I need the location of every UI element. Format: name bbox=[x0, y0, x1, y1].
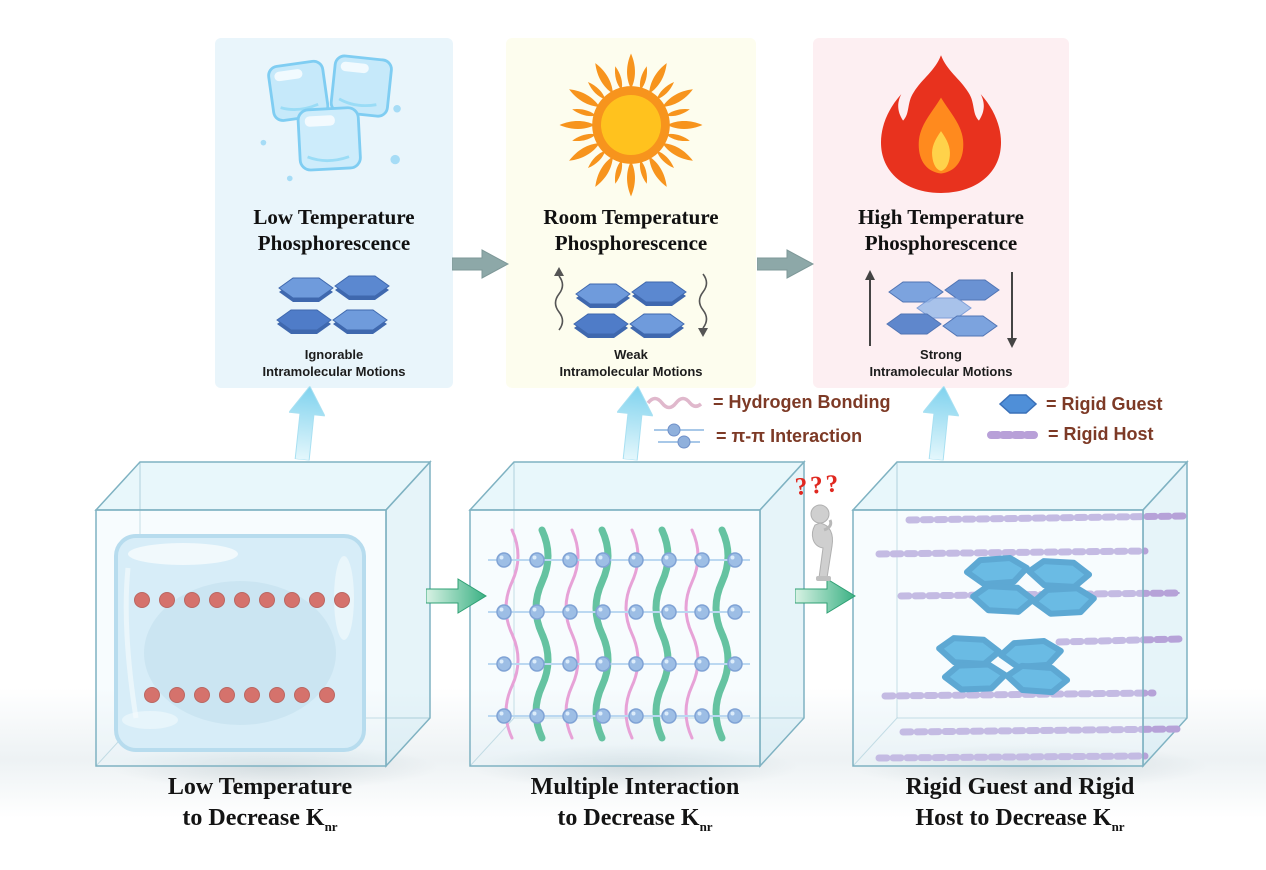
knr-subscript: nr bbox=[1111, 818, 1125, 834]
rigid-host-chain-icon bbox=[987, 430, 1039, 439]
rigid-guest-hexagon-icon bbox=[998, 394, 1038, 414]
motion-line1: Ignorable bbox=[304, 347, 364, 362]
panel-title: High Temperature Phosphorescence bbox=[813, 204, 1069, 256]
thinking-figure-icon bbox=[810, 504, 833, 581]
up-arrow-icon bbox=[616, 385, 654, 462]
right-arrow-icon bbox=[452, 249, 510, 279]
fire-icon bbox=[880, 55, 1002, 193]
pi-pi-stack-icon bbox=[654, 423, 704, 449]
hexagon-cluster-vibrating-icon bbox=[554, 267, 708, 338]
panel-title: Low Temperature Phosphorescence bbox=[215, 204, 453, 256]
multiple-interaction-box-illustration bbox=[468, 460, 806, 768]
legend-rigid-host: = Rigid Host bbox=[986, 424, 1154, 445]
caption-line2: to Decrease Knr bbox=[182, 805, 338, 834]
motion-label: Weak Intramolecular Motions bbox=[506, 346, 756, 380]
green-arrow-icon bbox=[426, 578, 487, 614]
panel-title: Room Temperature Phosphorescence bbox=[506, 204, 756, 256]
legend-label: = Rigid Guest bbox=[1046, 393, 1163, 414]
motion-line1: Weak bbox=[614, 347, 648, 362]
motion-line2: Intramolecular Motions bbox=[559, 364, 703, 379]
legend-label: = Hydrogen Bonding bbox=[713, 392, 891, 412]
up-arrow-icon bbox=[922, 385, 960, 462]
panel-low-temperature: Low Temperature Phosphorescence Ignorabl… bbox=[215, 38, 453, 388]
panel-high-temperature: High Temperature Phosphorescence Strong … bbox=[813, 38, 1069, 388]
right-arrow-icon bbox=[757, 249, 815, 279]
question-marks: ??? bbox=[793, 470, 843, 501]
motion-line1: Strong bbox=[920, 347, 962, 362]
panel-title-line2: Phosphorescence bbox=[554, 231, 708, 255]
legend-label: = π-π Interaction bbox=[716, 425, 863, 446]
motion-label: Ignorable Intramolecular Motions bbox=[215, 346, 453, 380]
panel-room-temperature: Room Temperature Phosphorescence Weak In… bbox=[506, 38, 756, 388]
hexagon-cluster-moving-icon bbox=[865, 270, 1017, 348]
rigid-host-guest-box-illustration bbox=[851, 460, 1189, 768]
caption-rigid-guest-host: Rigid Guest and Rigid Host to Decrease K… bbox=[830, 772, 1210, 842]
box-shadow bbox=[470, 744, 800, 790]
knr-subscript: nr bbox=[324, 818, 338, 834]
caption-line1: Low Temperature bbox=[167, 774, 353, 800]
caption-line2: Host to Decrease Knr bbox=[915, 805, 1125, 834]
hydrogen-bond-wave-icon bbox=[646, 396, 703, 409]
red-dot-chains bbox=[134, 592, 350, 703]
caption-line2: to Decrease Knr bbox=[557, 805, 713, 834]
caption-multiple-interaction: Multiple Interaction to Decrease Knr bbox=[470, 772, 800, 842]
panel-title-line2: Phosphorescence bbox=[257, 231, 411, 255]
knr-subscript: nr bbox=[699, 818, 713, 834]
ice-cubes-icon bbox=[260, 54, 401, 182]
motion-label: Strong Intramolecular Motions bbox=[813, 346, 1069, 380]
bead-chains bbox=[488, 552, 750, 724]
legend-label: = Rigid Host bbox=[1048, 424, 1154, 444]
sun-icon bbox=[559, 53, 703, 197]
legend-pi-pi-interaction: = π-π Interaction bbox=[650, 422, 862, 450]
caption-line1: Multiple Interaction bbox=[530, 774, 740, 800]
hexagon-cluster-icon bbox=[276, 275, 390, 334]
panel-title-line1: High Temperature bbox=[858, 205, 1024, 229]
motion-line2: Intramolecular Motions bbox=[262, 364, 406, 379]
legend-hydrogen-bonding: = Hydrogen Bonding bbox=[645, 392, 891, 413]
motion-line2: Intramolecular Motions bbox=[869, 364, 1013, 379]
panel-title-line2: Phosphorescence bbox=[864, 231, 1018, 255]
panel-title-line1: Room Temperature bbox=[543, 205, 719, 229]
caption-line1: Rigid Guest and Rigid bbox=[905, 774, 1135, 800]
legend-rigid-guest: = Rigid Guest bbox=[998, 392, 1163, 416]
panel-title-line1: Low Temperature bbox=[253, 205, 415, 229]
low-temp-box-illustration bbox=[94, 460, 432, 768]
caption-low-temperature: Low Temperature to Decrease Knr bbox=[95, 772, 425, 842]
green-arrow-icon bbox=[795, 578, 856, 614]
polymer-waves bbox=[504, 526, 732, 742]
up-arrow-icon bbox=[288, 385, 326, 462]
